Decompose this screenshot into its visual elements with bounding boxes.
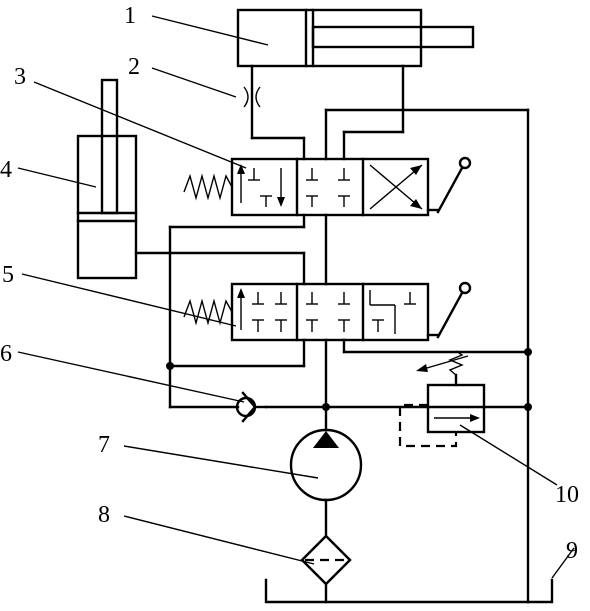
check-valve-6: [235, 391, 268, 423]
tank-9: [264, 578, 554, 604]
relief-valve-10: [398, 350, 486, 448]
label-5: 5: [2, 262, 14, 288]
cylinder-1: [236, 8, 475, 68]
directional-valve-3: [183, 156, 472, 217]
throttle-valve-2: [243, 64, 405, 161]
circuit-lines: [134, 108, 532, 604]
cylinder-4: [76, 78, 138, 280]
label-3: 3: [14, 64, 26, 90]
label-8: 8: [98, 502, 110, 528]
label-10: 10: [555, 482, 579, 508]
label-7: 7: [98, 432, 110, 458]
pump-7: [289, 428, 363, 502]
directional-valve-5: [183, 281, 472, 342]
filter-8: [300, 534, 352, 586]
label-4: 4: [0, 157, 12, 183]
label-9: 9: [566, 538, 578, 564]
leader-lines: [17, 15, 575, 579]
component-labels: 1 2 3 4 5 6 7 8 9 10: [0, 3, 579, 564]
label-1: 1: [124, 3, 136, 29]
label-2: 2: [128, 54, 140, 80]
label-6: 6: [0, 341, 12, 367]
